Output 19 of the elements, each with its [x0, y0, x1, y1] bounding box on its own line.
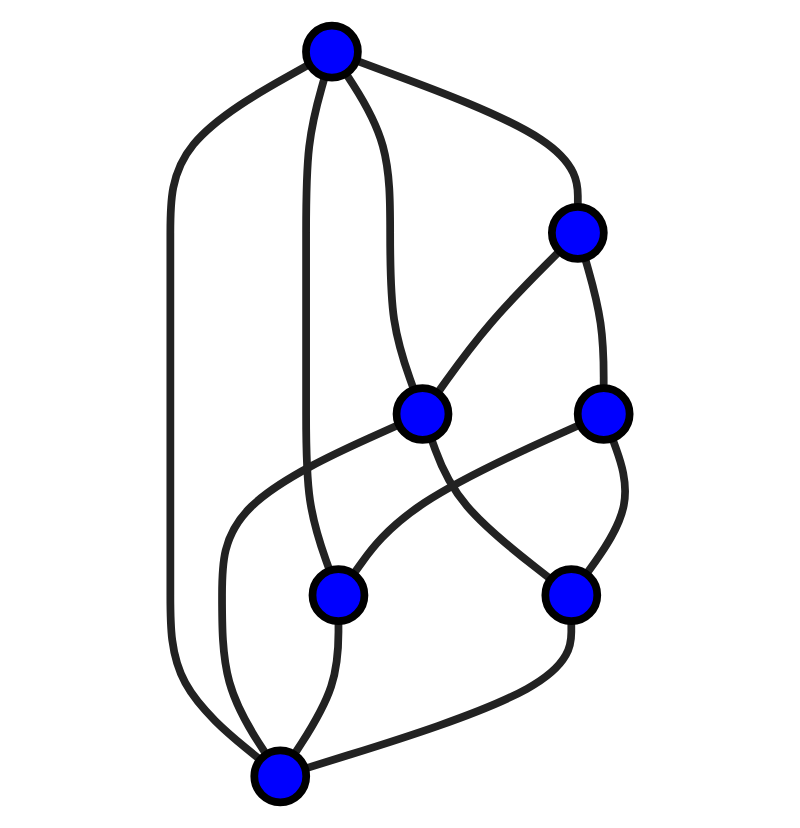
node-circle: [573, 384, 634, 444]
connector: [427, 437, 554, 583]
node-circle: [392, 384, 453, 444]
node-circle: [250, 746, 311, 807]
connector: [581, 256, 608, 389]
connector: [218, 421, 401, 757]
node-circle: [308, 565, 369, 625]
connector: [354, 57, 582, 207]
node-circle: [302, 21, 362, 82]
connector: [342, 71, 418, 391]
connector: [291, 621, 343, 757]
connector: [434, 248, 563, 396]
connector: [303, 621, 576, 773]
node-circle: [548, 203, 608, 263]
connector: [302, 75, 334, 572]
connector: [583, 437, 629, 577]
node-circle: [541, 565, 602, 625]
connector: [350, 421, 582, 577]
connector: [166, 61, 312, 763]
